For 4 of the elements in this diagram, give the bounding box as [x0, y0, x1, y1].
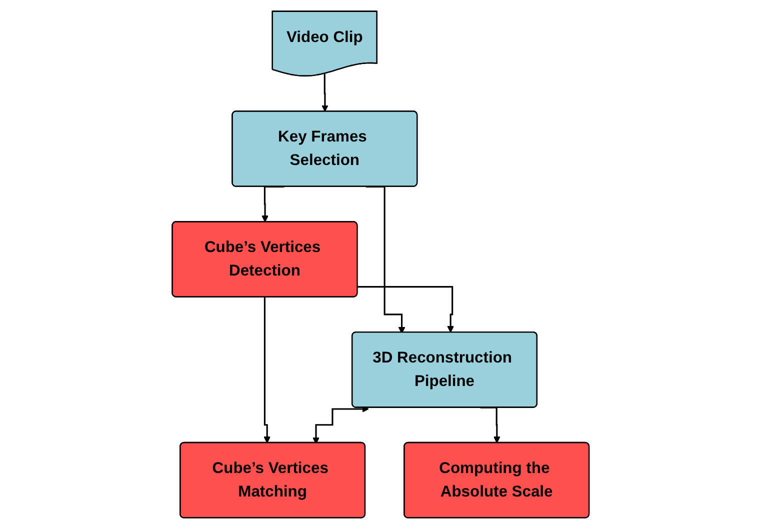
arrow [322, 72, 329, 112]
arrow [358, 286, 454, 333]
arrow [312, 406, 370, 444]
arrow [264, 296, 271, 444]
